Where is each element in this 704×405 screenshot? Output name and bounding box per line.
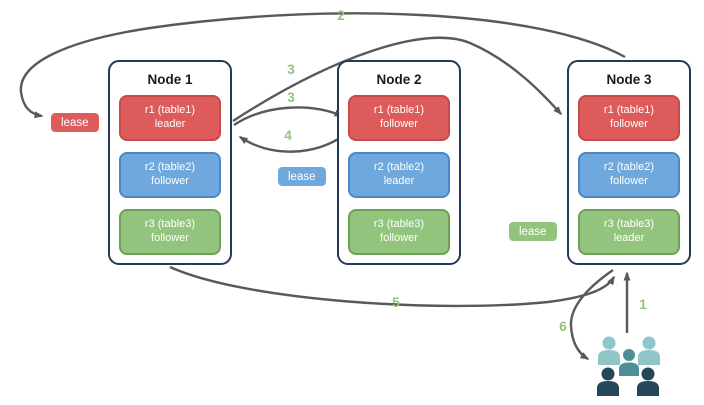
arrow-step-3-to-node2 bbox=[233, 106, 344, 127]
replica-range: r2 (table2) bbox=[603, 161, 655, 174]
node-title: Node 2 bbox=[376, 72, 422, 87]
users-group-icon bbox=[597, 336, 660, 396]
arrow-step-3-to-node3 bbox=[232, 36, 563, 123]
node3-replica-r3: r3 (table3) leader bbox=[578, 209, 680, 255]
node3-replica-r2: r2 (table2) follower bbox=[578, 152, 680, 198]
replica-range: r1 (table1) bbox=[144, 104, 196, 117]
replica-range: r3 (table3) bbox=[603, 218, 655, 231]
replica-role: follower bbox=[380, 118, 418, 130]
node2-replica-r3: r3 (table3) follower bbox=[348, 209, 450, 255]
step-number-5: 5 bbox=[392, 295, 400, 310]
node-title: Node 1 bbox=[147, 72, 193, 87]
lease-badge-red: lease bbox=[50, 112, 100, 133]
step-number-3a: 3 bbox=[287, 62, 295, 77]
replica-range: r3 (table3) bbox=[373, 218, 425, 231]
replica-range: r2 (table2) bbox=[144, 161, 196, 174]
node-box-3: Node 3 r1 (table1) follower r2 (table2) … bbox=[567, 60, 691, 265]
replica-range: r1 (table1) bbox=[373, 104, 425, 117]
node-box-2: Node 2 r1 (table1) follower r2 (table2) … bbox=[337, 60, 461, 265]
node3-replica-r1: r1 (table1) follower bbox=[578, 95, 680, 141]
replica-range: r2 (table2) bbox=[373, 161, 425, 174]
arrow-step-4 bbox=[238, 133, 347, 153]
step-number-6: 6 bbox=[559, 319, 567, 334]
lease-badge-green: lease bbox=[508, 221, 558, 242]
replica-role: leader bbox=[154, 118, 186, 130]
node2-replica-r2: r2 (table2) leader bbox=[348, 152, 450, 198]
arrow-step-6 bbox=[569, 269, 614, 361]
replica-range: r1 (table1) bbox=[603, 104, 655, 117]
replica-role: leader bbox=[383, 175, 415, 187]
replica-role: follower bbox=[380, 232, 418, 244]
step-number-2: 2 bbox=[337, 8, 345, 23]
arrow-step-5 bbox=[169, 265, 616, 308]
node2-replica-r1: r1 (table1) follower bbox=[348, 95, 450, 141]
replica-role: follower bbox=[610, 175, 648, 187]
node-title: Node 3 bbox=[606, 72, 652, 87]
replica-role: follower bbox=[151, 175, 189, 187]
step-number-4: 4 bbox=[284, 128, 292, 143]
replica-role: leader bbox=[613, 232, 645, 244]
step-number-1: 1 bbox=[639, 297, 647, 312]
node-box-1: Node 1 r1 (table1) leader r2 (table2) fo… bbox=[108, 60, 232, 265]
replica-range: r3 (table3) bbox=[144, 218, 196, 231]
node1-replica-r2: r2 (table2) follower bbox=[119, 152, 221, 198]
node1-replica-r1: r1 (table1) leader bbox=[119, 95, 221, 141]
step-number-3b: 3 bbox=[287, 90, 295, 105]
replica-role: follower bbox=[151, 232, 189, 244]
replica-role: follower bbox=[610, 118, 648, 130]
lease-badge-blue: lease bbox=[277, 166, 327, 187]
arrow-step-2 bbox=[19, 12, 626, 119]
node1-replica-r3: r3 (table3) follower bbox=[119, 209, 221, 255]
